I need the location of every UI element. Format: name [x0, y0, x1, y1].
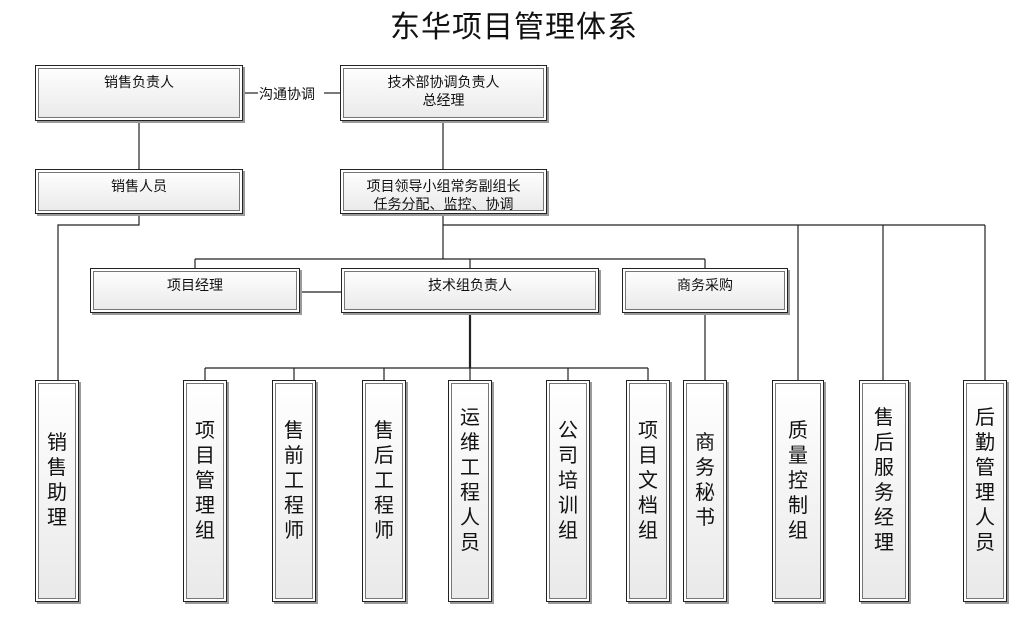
node-sales-head[interactable]: 销售负责人 [35, 65, 243, 121]
node-label: 商务秘书 [695, 430, 715, 529]
node-label: 项目领导小组常务副组长 [366, 179, 521, 195]
node-label: 公司培训组 [558, 417, 578, 542]
node-presales-engineer[interactable]: 售前工程师 [272, 380, 316, 602]
node-label: 销售负责人 [104, 75, 174, 91]
node-label: 项目经理 [167, 278, 223, 294]
node-tech-coordinator[interactable]: 技术部协调负责人 总经理 [340, 65, 547, 121]
node-leader-group[interactable]: 项目领导小组常务副组长 任务分配、监控、协调 [340, 169, 547, 214]
diagram-title: 东华项目管理体系 [390, 10, 638, 45]
node-doc-group[interactable]: 项目文档组 [626, 380, 670, 602]
node-label: 项目管理组 [195, 417, 215, 542]
node-label: 质量控制组 [788, 417, 808, 542]
node-sales-assistant[interactable]: 销售助理 [35, 380, 79, 602]
node-label: 技术部协调负责人 [387, 75, 500, 91]
node-label: 售后工程师 [374, 417, 394, 542]
node-label: 售前工程师 [284, 417, 304, 542]
node-label: 后勤管理人员 [975, 405, 995, 554]
connector-staff-to-assistant [57, 214, 140, 380]
node-sublabel: 任务分配、监控、协调 [373, 197, 514, 213]
node-aftersales-engineer[interactable]: 售后工程师 [362, 380, 406, 602]
node-label: 技术组负责人 [428, 278, 512, 294]
node-business-secretary[interactable]: 商务秘书 [683, 380, 727, 602]
node-aftersales-manager[interactable]: 售后服务经理 [859, 380, 909, 602]
edge-label-coordination: 沟通协调 [258, 84, 316, 104]
node-project-manager[interactable]: 项目经理 [90, 268, 300, 313]
node-logistics-staff[interactable]: 后勤管理人员 [963, 380, 1007, 602]
node-qc-group[interactable]: 质量控制组 [772, 380, 824, 602]
node-label: 售后服务经理 [874, 405, 894, 554]
node-procurement[interactable]: 商务采购 [622, 268, 788, 313]
node-pm-group[interactable]: 项目管理组 [183, 380, 227, 602]
node-label: 商务采购 [677, 278, 733, 294]
node-label: 运维工程人员 [460, 405, 480, 554]
node-tech-lead[interactable]: 技术组负责人 [341, 268, 599, 313]
node-training-group[interactable]: 公司培训组 [546, 380, 590, 602]
node-sales-staff[interactable]: 销售人员 [35, 169, 243, 214]
node-label: 项目文档组 [638, 417, 658, 542]
node-sublabel: 总经理 [422, 93, 465, 109]
node-ops-staff[interactable]: 运维工程人员 [448, 380, 492, 602]
node-label: 销售人员 [111, 179, 167, 195]
node-label: 销售助理 [47, 430, 67, 529]
